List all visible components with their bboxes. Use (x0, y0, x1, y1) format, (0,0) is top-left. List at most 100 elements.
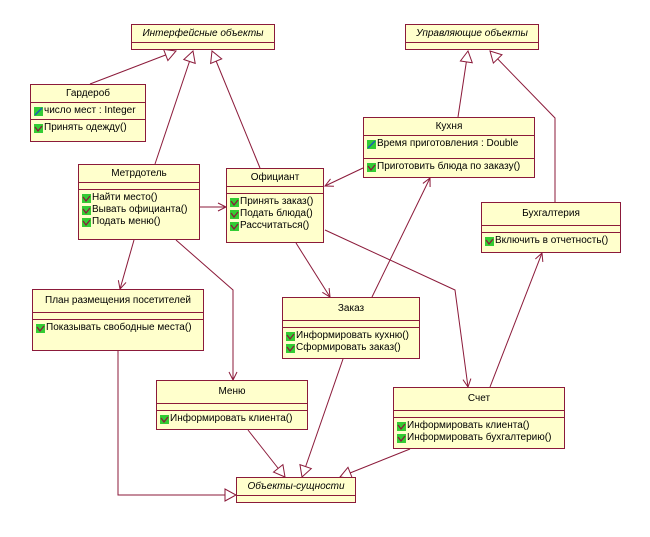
class-maitre[interactable]: Метрдотель Найти место() Вывать официант… (78, 164, 200, 240)
class-bill[interactable]: Счет Информировать клиента() Информирова… (393, 387, 565, 449)
operation-row: Рассчитаться() (230, 220, 321, 232)
operation-row: Показывать свободные места() (36, 322, 201, 334)
association-line (175, 239, 234, 380)
association-arrowhead (535, 251, 544, 262)
generalization-arrowhead (182, 50, 196, 65)
class-title: Объекты-сущности (247, 481, 345, 492)
association-line (324, 167, 364, 187)
generalization-arrowhead (299, 463, 313, 478)
attribute-label: число мест : Integer (44, 105, 136, 116)
operation-icon (82, 193, 91, 203)
class-control-objects[interactable]: Управляющие объекты (405, 24, 539, 50)
operation-label: Принять одежду() (44, 122, 127, 133)
operation-label: Найти место() (92, 192, 158, 203)
class-title: Гардероб (66, 88, 110, 99)
operation-label: Информировать клиента() (170, 413, 293, 424)
class-title: Бухгалтерия (522, 208, 580, 219)
class-accounting[interactable]: Бухгалтерия Включить в отчетность() (481, 202, 621, 253)
class-title: Управляющие объекты (416, 28, 528, 39)
generalization-line (117, 351, 236, 496)
generalization-line (89, 50, 177, 85)
operation-icon (485, 236, 494, 246)
class-title: Метрдотель (111, 168, 167, 179)
generalization-line (211, 50, 261, 169)
operation-label: Вывать официанта() (92, 204, 188, 215)
operation-label: Сформировать заказ() (296, 342, 401, 353)
operation-row: Информировать клиента() (160, 413, 305, 425)
attribute-icon (34, 106, 43, 116)
class-menu[interactable]: Меню Информировать клиента() (156, 380, 308, 430)
class-title: План размещения посетителей (45, 295, 191, 306)
operation-row: Информировать бухгалтерию() (397, 432, 562, 444)
association-line (489, 252, 543, 388)
class-waiter[interactable]: Официант Принять заказ() Подать блюда() … (226, 168, 324, 243)
attribute-label: Время приготовления : Double (377, 138, 519, 149)
operation-icon (82, 217, 91, 227)
class-title: Счет (467, 393, 491, 404)
class-title: Заказ (337, 303, 365, 314)
operation-icon (230, 209, 239, 219)
operation-icon (367, 162, 376, 172)
operation-row: Подать блюда() (230, 208, 321, 220)
operation-icon (34, 123, 43, 133)
operation-row: Найти место() (82, 192, 197, 204)
association-line (295, 242, 331, 298)
class-seating-plan[interactable]: План размещения посетителей Показывать с… (32, 289, 204, 351)
class-entity-objects[interactable]: Объекты-сущности (236, 477, 356, 503)
association-line (324, 229, 469, 388)
operation-label: Информировать кухню() (296, 330, 409, 341)
operation-label: Подать блюда() (240, 208, 313, 219)
association-line (119, 239, 135, 290)
generalization-line (489, 50, 556, 202)
operation-row: Сформировать заказ() (286, 342, 417, 354)
operation-label: Приготовить блюда по заказу() (377, 161, 521, 172)
operation-row: Подать меню() (82, 216, 197, 228)
class-interface-objects[interactable]: Интерфейсные объекты (131, 24, 275, 50)
generalization-arrowhead (224, 488, 238, 502)
operation-label: Информировать бухгалтерию() (407, 432, 552, 443)
generalization-arrowhead (459, 49, 474, 64)
operation-label: Подать меню() (92, 216, 161, 227)
operation-icon (160, 414, 169, 424)
operation-icon (397, 421, 406, 431)
operation-icon (36, 323, 45, 333)
attribute-row: Время приготовления : Double (367, 138, 532, 150)
operation-icon (397, 433, 406, 443)
generalization-arrowhead (489, 50, 503, 65)
operation-row: Информировать кухню() (286, 330, 417, 342)
attribute-row: число мест : Integer (34, 105, 143, 117)
operation-icon (286, 343, 295, 353)
class-title: Кухня (435, 121, 463, 132)
generalization-line (301, 358, 344, 478)
operation-icon (286, 331, 295, 341)
operation-row: Включить в отчетность() (485, 235, 618, 247)
operation-row: Принять заказ() (230, 196, 321, 208)
attribute-icon (367, 139, 376, 149)
association-line (371, 177, 431, 298)
generalization-arrowhead (272, 463, 286, 478)
class-kitchen[interactable]: Кухня Время приготовления : Double Приго… (363, 117, 535, 178)
operation-label: Принять заказ() (240, 196, 314, 207)
operation-label: Рассчитаться() (240, 220, 310, 231)
class-title: Официант (250, 172, 300, 183)
association-arrowhead (422, 176, 431, 187)
class-order[interactable]: Заказ Информировать кухню() Сформировать… (282, 297, 420, 359)
class-title: Меню (218, 386, 246, 397)
generalization-line (154, 50, 194, 165)
generalization-arrowhead (162, 48, 177, 62)
operation-label: Информировать клиента() (407, 420, 530, 431)
operation-label: Показывать свободные места() (46, 322, 192, 333)
operation-row: Принять одежду() (34, 122, 143, 134)
class-garderob[interactable]: Гардероб число мест : Integer Принять од… (30, 84, 146, 142)
operation-label: Включить в отчетность() (495, 235, 609, 246)
operation-icon (82, 205, 91, 215)
generalization-arrowhead (210, 50, 223, 65)
class-title: Интерфейсные объекты (142, 28, 264, 39)
association-arrowhead (323, 178, 334, 187)
operation-row: Информировать клиента() (397, 420, 562, 432)
operation-row: Вывать официанта() (82, 204, 197, 216)
operation-icon (230, 221, 239, 231)
operation-icon (230, 197, 239, 207)
operation-row: Приготовить блюда по заказу() (367, 161, 532, 173)
